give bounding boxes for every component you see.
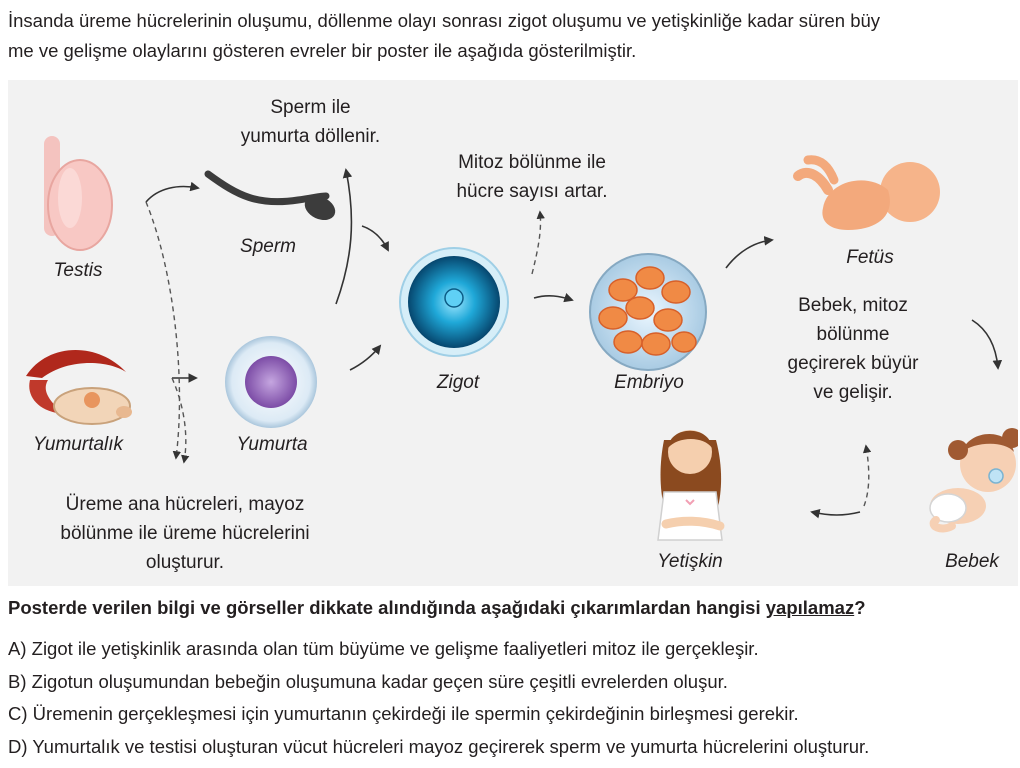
question: Posterde verilen bilgi ve görseller dikk… [8, 597, 866, 619]
question-prefix: Posterde verilen bilgi ve görseller dikk… [8, 597, 761, 618]
embryo-image [589, 253, 707, 371]
option-a[interactable]: A) Zigot ile yetişkinlik arasında olan t… [8, 638, 759, 659]
baby-label: Bebek [945, 551, 999, 572]
testis-label: Testis [53, 260, 103, 281]
option-b[interactable]: B) Zigotun oluşumundan bebeğin oluşumuna… [8, 670, 728, 692]
question-emphasis: yapılamaz [765, 597, 855, 618]
option-c[interactable]: C) Üremenin gerçekleşmesi için yumurtanı… [8, 703, 799, 724]
zygote-label: Zigot [436, 372, 480, 393]
egg-image [225, 336, 317, 428]
adult-image [657, 430, 725, 541]
option-d[interactable]: D) Yumurtalık ve testisi oluşturan vücut… [8, 735, 870, 757]
zygote-image [399, 247, 509, 357]
answer-options: A) Zigot ile yetişkinlik arasında olan t… [8, 633, 869, 763]
sperm-label: Sperm [240, 236, 296, 257]
arrows [145, 168, 1003, 519]
dashed-arrows [145, 201, 872, 507]
baby-image [929, 428, 1018, 533]
egg-label: Yumurta [236, 434, 308, 455]
poster-illustration [26, 136, 1018, 541]
question-suffix: ? [854, 597, 866, 618]
intro-line-2: me ve gelişme olaylarını gösteren evrele… [8, 40, 637, 61]
intro-text: İnsanda üreme hücrelerinin oluşumu, döll… [8, 6, 1018, 66]
ovary-image [26, 349, 132, 425]
embryo-label: Embriyo [614, 372, 684, 393]
testis-image [44, 136, 113, 251]
ovary-label: Yumurtalık [32, 434, 124, 455]
fetus-label: Fetüs [846, 247, 894, 268]
adult-label: Yetişkin [657, 551, 723, 572]
intro-line-1: İnsanda üreme hücrelerinin oluşumu, döll… [8, 10, 881, 31]
fetus-image [793, 155, 940, 230]
sperm-image [204, 170, 336, 221]
